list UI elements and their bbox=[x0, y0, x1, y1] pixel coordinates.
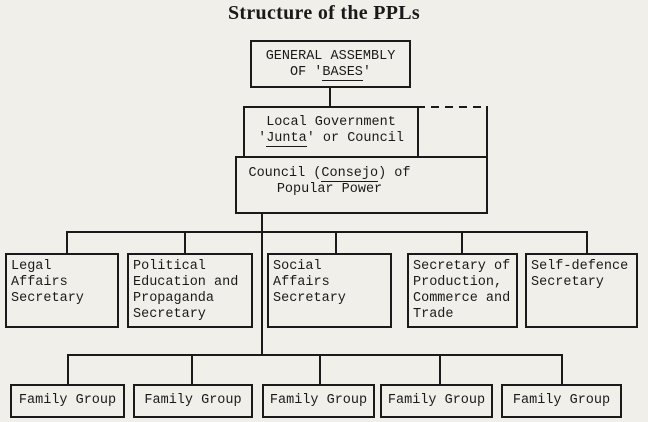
secretary-line: Propaganda bbox=[133, 291, 215, 306]
box-production-commerce-secretary: Secretary of Production, Commerce and Tr… bbox=[407, 253, 518, 328]
secretary-line: Secretary bbox=[531, 275, 604, 290]
council-line2: Popular Power bbox=[276, 182, 383, 197]
box-local-government: Local Government 'Junta' or Council bbox=[243, 106, 419, 158]
secretary-line: Political bbox=[133, 259, 206, 274]
connector-drop-secretary-2 bbox=[184, 231, 186, 254]
box-family-group-5: Family Group bbox=[501, 384, 622, 418]
secretary-line: Secretary bbox=[11, 291, 84, 306]
connector-dashed-localgov-to-council bbox=[417, 106, 488, 108]
box-social-affairs-secretary: Social Affairs Secretary bbox=[267, 253, 392, 328]
box-self-defence-secretary: Self-defence Secretary bbox=[525, 253, 638, 328]
connector-drop-secretary-4 bbox=[461, 231, 463, 254]
secretary-line: Self-defence bbox=[531, 259, 629, 274]
secretary-line: Social Affairs bbox=[273, 259, 330, 290]
secretary-line: Secretary bbox=[133, 307, 206, 322]
family-group-label: Family Group bbox=[144, 393, 242, 408]
secretary-line: Secretary bbox=[273, 291, 346, 306]
connector-drop-family-3 bbox=[319, 354, 321, 385]
council-text: Council (Consejo) of Popular Power bbox=[237, 166, 422, 198]
general-assembly-line1: GENERAL ASSEMBLY bbox=[265, 49, 396, 64]
connector-drop-family-1 bbox=[67, 354, 69, 385]
box-council-popular-power: Council (Consejo) of Popular Power bbox=[235, 156, 488, 214]
general-assembly-line2: OF 'BASES' bbox=[289, 65, 372, 81]
connector-drop-family-4 bbox=[439, 354, 441, 385]
council-line1: Council (Consejo) of bbox=[248, 166, 411, 182]
connector-family-rail bbox=[67, 354, 563, 356]
diagram-title: Structure of the PPLs bbox=[227, 2, 420, 24]
family-group-label: Family Group bbox=[387, 393, 486, 408]
family-group-label: Family Group bbox=[18, 393, 117, 408]
box-family-group-2: Family Group bbox=[133, 384, 253, 418]
connector-drop-secretary-3 bbox=[335, 231, 337, 254]
connector-assembly-to-localgov bbox=[329, 87, 331, 107]
box-legal-affairs-secretary: Legal Affairs Secretary bbox=[5, 253, 119, 328]
connector-council-right-edge bbox=[486, 106, 488, 158]
family-group-label: Family Group bbox=[269, 393, 368, 408]
local-government-line2: 'Junta' or Council bbox=[258, 131, 404, 147]
underlined-consejo: Consejo bbox=[321, 166, 379, 182]
underlined-bases: BASES bbox=[322, 65, 363, 81]
connector-drop-family-2 bbox=[191, 354, 193, 385]
connector-drop-secretary-5 bbox=[586, 231, 588, 254]
box-general-assembly: GENERAL ASSEMBLY OF 'BASES' bbox=[250, 40, 411, 88]
secretary-line: Trade bbox=[413, 307, 454, 322]
connector-drop-secretary-1 bbox=[66, 231, 68, 254]
connector-drop-family-5 bbox=[561, 354, 563, 385]
local-government-line1: Local Government bbox=[266, 115, 396, 130]
box-political-education-secretary: Political Education and Propaganda Secre… bbox=[127, 253, 253, 328]
connector-council-trunk bbox=[261, 213, 263, 356]
secretary-line: Commerce and bbox=[413, 291, 511, 306]
secretary-line: Education and bbox=[133, 275, 239, 290]
box-family-group-3: Family Group bbox=[262, 384, 375, 418]
connector-secretaries-rail bbox=[66, 231, 588, 233]
box-family-group-4: Family Group bbox=[380, 384, 493, 418]
secretary-line: Secretary of bbox=[413, 259, 511, 274]
family-group-label: Family Group bbox=[512, 393, 611, 408]
box-family-group-1: Family Group bbox=[10, 384, 125, 418]
secretary-line: Production, bbox=[413, 275, 503, 290]
secretary-line: Legal Affairs bbox=[11, 259, 68, 290]
underlined-junta: Junta bbox=[266, 131, 307, 147]
